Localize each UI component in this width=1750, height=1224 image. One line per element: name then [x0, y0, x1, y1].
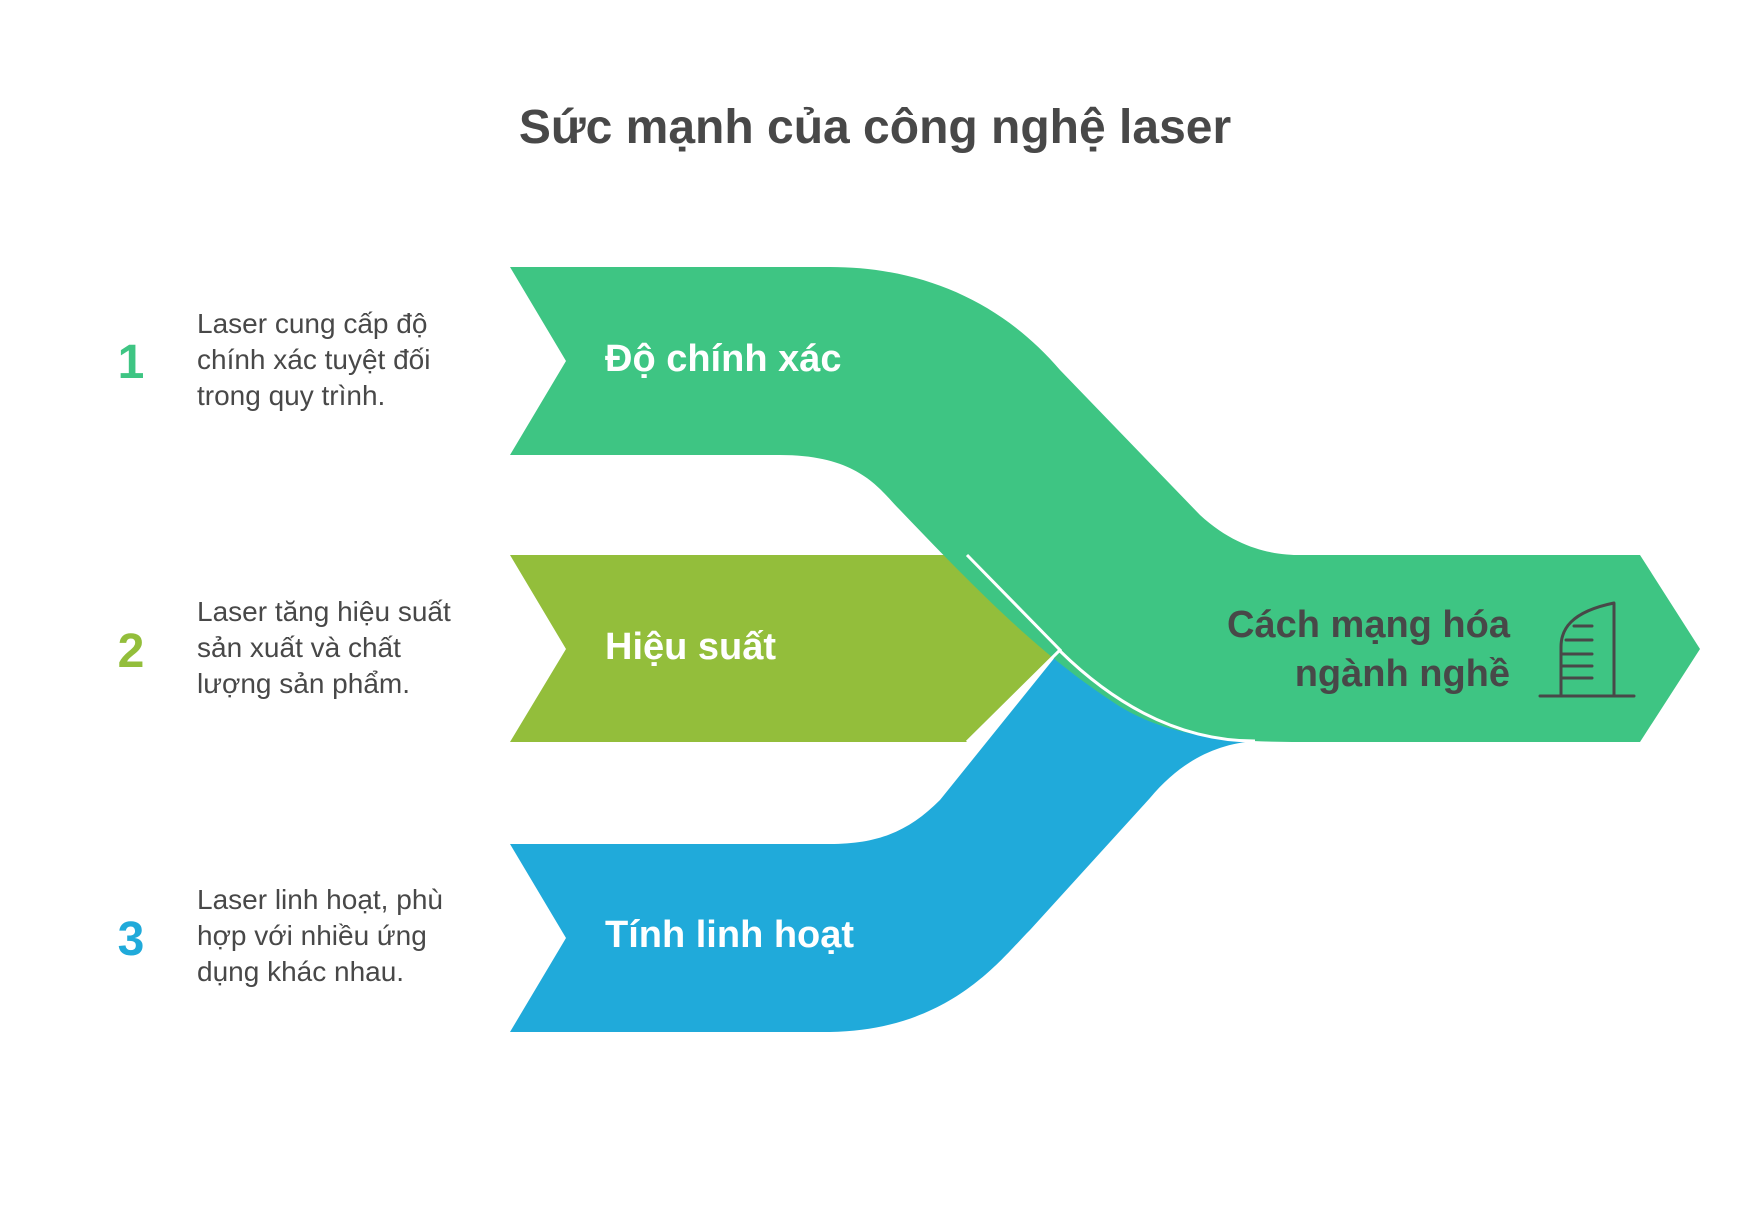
step-description-1: Laser cung cấp độ chính xác tuyệt đối tr… — [197, 306, 497, 414]
branch-label-2: Hiệu suất — [605, 626, 777, 668]
step-description-2: Laser tăng hiệu suất sản xuất và chất lư… — [197, 594, 497, 702]
description-line: sản xuất và chất — [197, 632, 401, 663]
step-description-3: Laser linh hoạt, phù hợp với nhiều ứng d… — [197, 882, 497, 990]
branch-label-1: Độ chính xác — [605, 338, 842, 380]
description-line: lượng sản phẩm. — [197, 668, 410, 699]
step-number-3: 3 — [117, 913, 145, 966]
description-line: chính xác tuyệt đối — [197, 344, 431, 375]
branch-2-arrow — [510, 555, 1060, 742]
result-label-line: Cách mạng hóa — [1227, 604, 1510, 646]
branch-label-3: Tính linh hoạt — [605, 914, 855, 956]
description-line: Laser tăng hiệu suất — [197, 596, 451, 627]
building-icon — [1538, 601, 1636, 698]
divider-line — [1058, 649, 1256, 743]
step-number-1: 1 — [117, 336, 145, 389]
result-label: Cách mạng hóa ngành nghề — [1180, 601, 1510, 699]
description-line: trong quy trình. — [197, 380, 386, 411]
branch-1-arrow — [510, 267, 1700, 742]
step-number-2: 2 — [117, 625, 145, 678]
description-line: Laser cung cấp độ — [197, 308, 428, 339]
page-title: Sức mạnh của công nghệ laser — [518, 101, 1232, 154]
branch-3-arrow — [510, 651, 1255, 1032]
description-line: Laser linh hoạt, phù — [197, 884, 443, 915]
description-line: hợp với nhiều ứng — [197, 920, 427, 951]
result-label-line: ngành nghề — [1294, 653, 1510, 695]
divider-line — [965, 553, 1063, 744]
description-line: dụng khác nhau. — [197, 956, 405, 987]
